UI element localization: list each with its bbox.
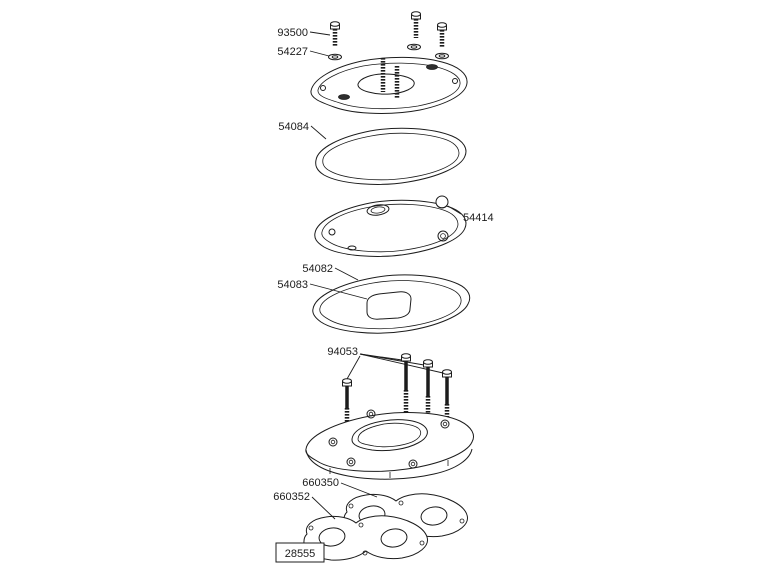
upper-gasket <box>315 127 467 185</box>
frame-number-box: 28555 <box>275 542 325 563</box>
part-label-94053[interactable]: 94053 <box>327 346 358 358</box>
washer-icon <box>407 43 421 51</box>
cover-plug-icon <box>435 195 449 209</box>
part-label-54084[interactable]: 54084 <box>278 121 309 133</box>
part-label-54414[interactable]: 54414 <box>463 212 494 224</box>
part-label-660350[interactable]: 660350 <box>302 477 339 489</box>
top-bolt-icon <box>411 11 421 38</box>
middle-cover-plate <box>314 199 467 257</box>
part-label-54227[interactable]: 54227 <box>277 46 308 58</box>
washer-icon <box>328 53 342 61</box>
part-label-54083[interactable]: 54083 <box>277 279 308 291</box>
cover-stud-icon <box>380 58 400 98</box>
lower-gasket <box>312 274 471 334</box>
leader-lines <box>309 31 462 520</box>
washer-icon <box>435 52 449 60</box>
top-bolt-icon <box>330 21 340 47</box>
top-bolt-icon <box>437 22 447 48</box>
top-cover-plate <box>310 56 468 114</box>
frame-number-label: 28555 <box>285 548 316 560</box>
part-label-660352[interactable]: 660352 <box>273 491 310 503</box>
rocker-box-housing <box>305 409 474 480</box>
housing-bolt-icon <box>442 369 452 432</box>
part-label-54082[interactable]: 54082 <box>302 263 333 275</box>
part-label-93500[interactable]: 93500 <box>277 27 308 39</box>
